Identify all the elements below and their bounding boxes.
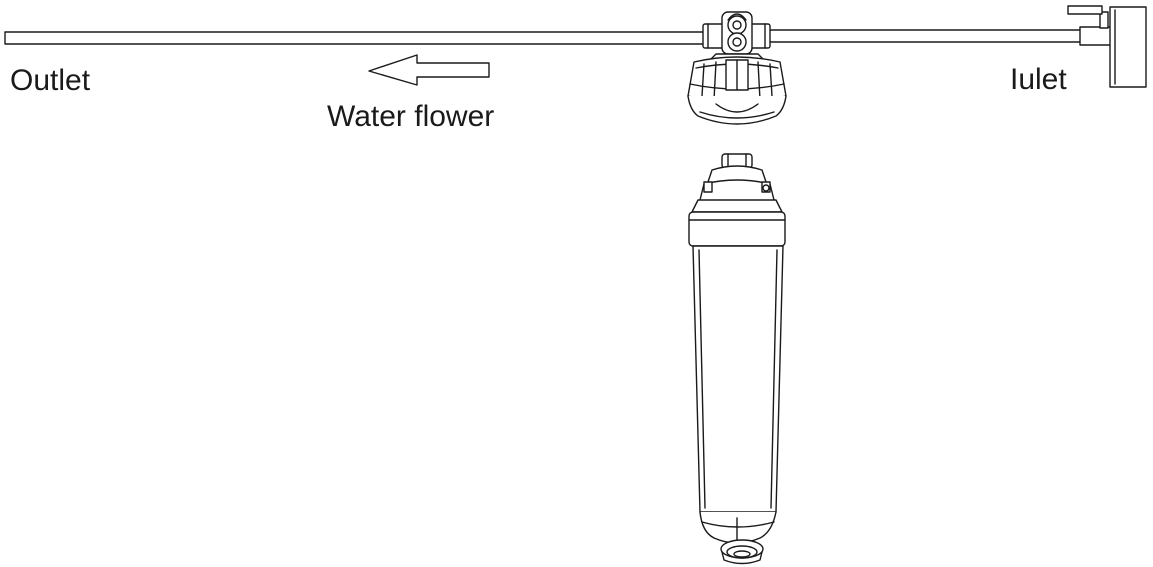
inlet-label: Iulet xyxy=(1010,63,1067,96)
inlet-pipe xyxy=(767,29,1085,43)
outlet-pipe xyxy=(4,31,706,45)
flow-direction-label: Water flower xyxy=(327,100,495,133)
outlet-label: Outlet xyxy=(10,64,91,97)
filter-cartridge xyxy=(688,153,786,565)
filter-head xyxy=(687,11,787,125)
inlet-valve xyxy=(1067,5,1147,88)
flow-direction-arrow-icon xyxy=(368,54,490,86)
